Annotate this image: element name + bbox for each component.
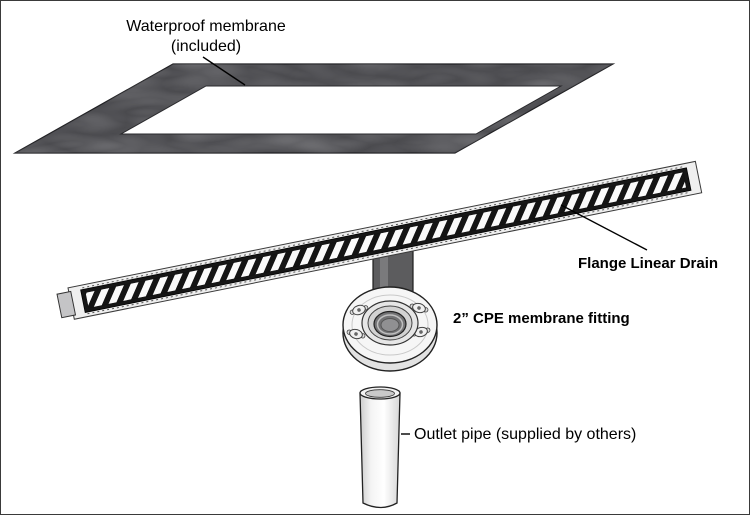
connector-highlight [380, 249, 388, 293]
pipe-body [359, 392, 401, 509]
outlet-pipe [359, 386, 401, 509]
membrane-label-line2: (included) [171, 38, 241, 55]
drain-leader-line [560, 204, 648, 251]
membrane-label-line1: Waterproof membrane [126, 18, 286, 35]
membrane-slot-cutout [119, 85, 563, 135]
fitting-flange-detail [351, 294, 429, 356]
fitting-hole-inner [380, 318, 400, 332]
fitting-bolt-bottom-left [346, 328, 366, 340]
waterproof-membrane [12, 63, 616, 154]
flange-linear-drain [56, 160, 703, 320]
cpe-membrane-fitting [342, 286, 438, 372]
pipe-label: Outlet pipe (supplied by others) [414, 426, 636, 443]
drain-grate-slots [84, 171, 687, 309]
membrane-leader-line [202, 56, 246, 86]
fitting-bolt-top-right [409, 302, 429, 314]
drain-serration-top [82, 166, 685, 289]
drain-serration-bottom [87, 191, 690, 315]
fitting-label: 2” CPE membrane fitting [453, 310, 630, 327]
fitting-bolt-top-left [349, 304, 369, 316]
pipe-opening [365, 389, 395, 398]
fitting-thread-ring [376, 314, 404, 335]
drain-end-cap [56, 290, 77, 319]
drain-label: Flange Linear Drain [578, 255, 718, 272]
